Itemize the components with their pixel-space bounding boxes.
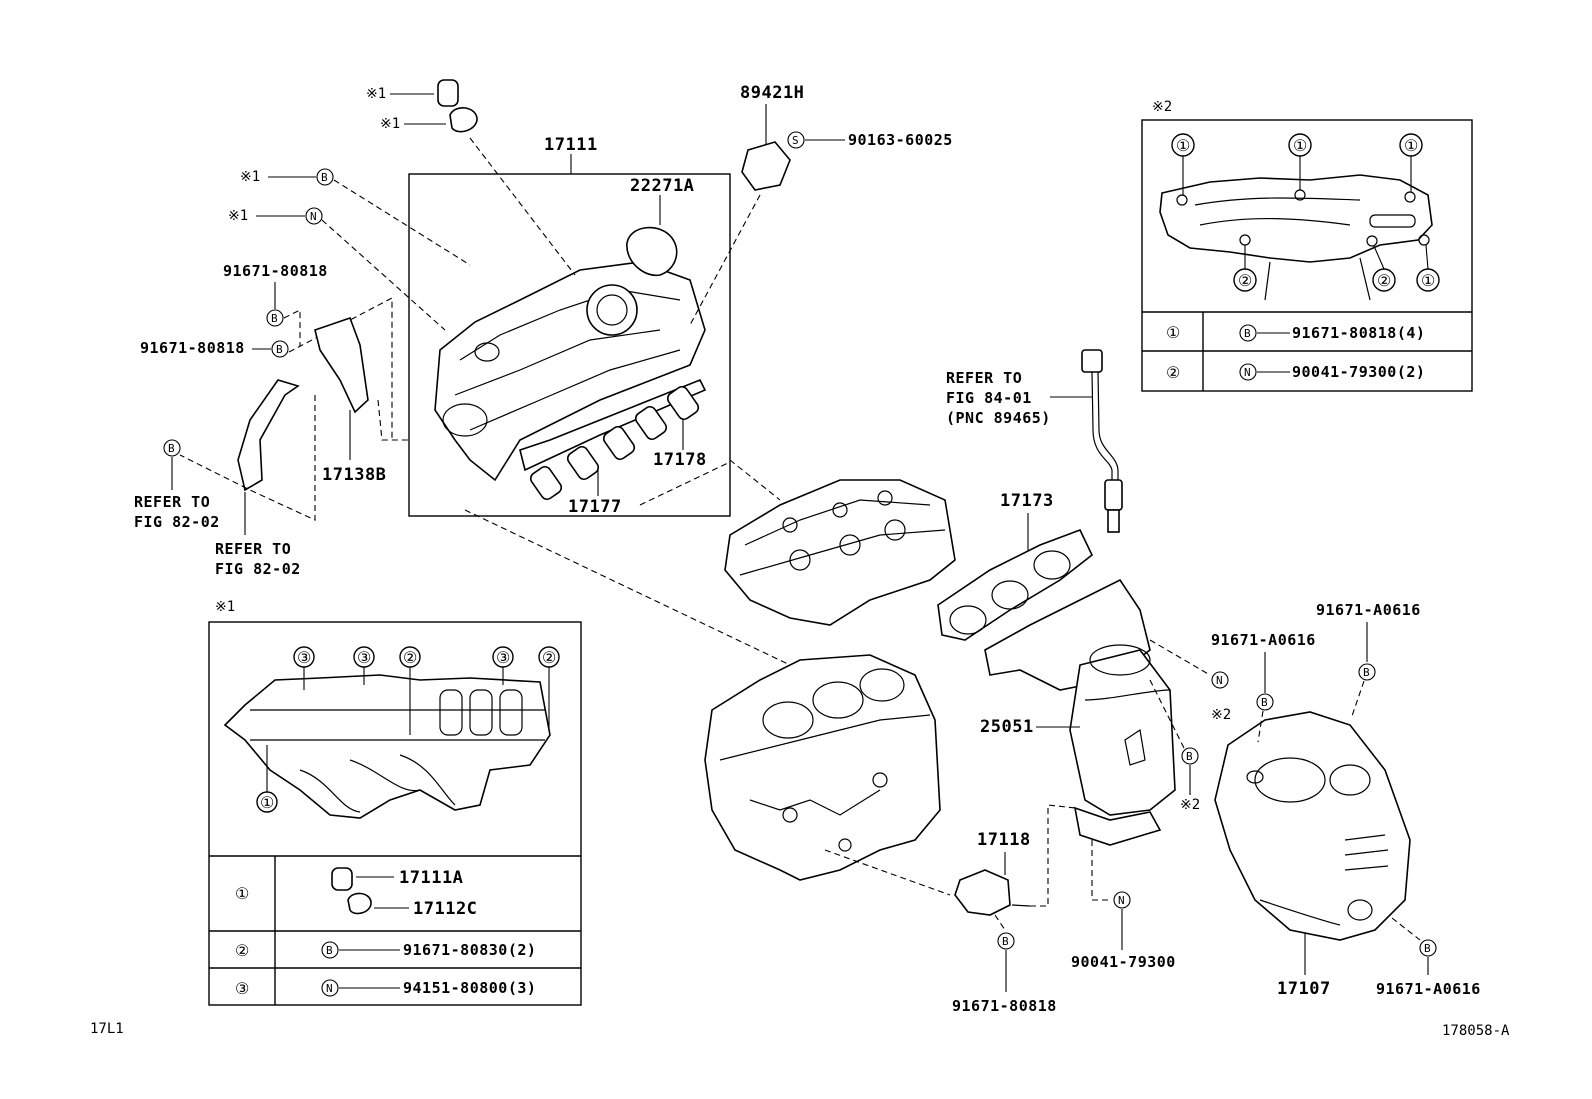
callout-t2-1c: ① [1404,136,1418,155]
table1-row3-part[interactable]: 94151-80800(3) [403,979,536,997]
label-17177[interactable]: 17177 [568,497,622,517]
symbol-b-4: B [168,442,175,455]
table2-row2-part[interactable]: 90041-79300(2) [1292,363,1425,381]
refer-82-b-line1[interactable]: REFER TO [215,540,291,558]
note-ref-2a: ※2 [1211,707,1231,723]
note-ref-1d: ※1 [228,208,248,224]
symbol-n-2: N [1216,674,1223,687]
table1-row3-num: ③ [235,979,249,998]
label-91671-A0616-3[interactable]: 91671-A0616 [1376,980,1481,998]
note-ref-2b: ※2 [1180,797,1200,813]
symbol-s: S [792,134,799,147]
label-91671-A0616-1[interactable]: 91671-A0616 [1211,631,1316,649]
hose-17111A-small-icon [331,867,353,891]
exhaust-manifold-detail-icon [1159,174,1433,301]
refer-82-a-line1[interactable]: REFER TO [134,493,210,511]
symbol-b-8: B [1363,666,1370,679]
table1-row3-sym: N [326,982,333,995]
refer-84-line2[interactable]: FIG 84-01 [946,389,1032,407]
symbol-b-5: B [1186,750,1193,763]
callout-t2-1a: ① [1176,136,1190,155]
note-ref-1a: ※1 [366,86,386,102]
label-91671-80818-a[interactable]: 91671-80818 [223,262,328,280]
label-22271A[interactable]: 22271A [630,176,694,196]
table2-row1-num: ① [1166,323,1180,342]
label-17178[interactable]: 17178 [653,450,707,470]
table2-row2-sym: N [1244,366,1251,379]
hose-17111A-icon[interactable] [437,79,459,107]
table1-row1-num: ① [235,884,249,903]
callout-3c: ③ [496,648,510,667]
callout-1a: ① [260,793,274,812]
symbol-b-1: B [321,171,328,184]
footer-code-right: 178058-A [1442,1023,1510,1039]
table2-frame [1141,119,1473,392]
table1-title: ※1 [215,599,235,615]
table2-row1-sym: B [1244,327,1251,340]
symbol-b-3: B [276,343,283,356]
intake-manifold-detail-icon [223,674,551,819]
footer-code-left: 17L1 [90,1021,124,1037]
cylinder-head-icon [724,479,956,626]
callout-2a: ② [403,648,417,667]
note-ref-1c: ※1 [240,169,260,185]
label-90041-79300[interactable]: 90041-79300 [1071,953,1176,971]
sensor-89421H-icon[interactable] [741,141,791,191]
symbol-n-1: N [310,210,317,223]
table1-row1-part-a[interactable]: 17111A [399,868,463,888]
heat-insulator-17107-icon[interactable] [1214,711,1411,941]
symbol-b-2: B [271,312,278,325]
callout-2b: ② [542,648,556,667]
label-25051[interactable]: 25051 [980,717,1034,737]
callout-t2-1b: ① [1293,136,1307,155]
callout-t2-2a: ② [1238,271,1252,290]
gasket-22271A-icon[interactable] [626,226,678,277]
clamp-17112C-icon[interactable] [449,107,478,133]
intake-manifold-icon[interactable] [434,261,707,482]
label-89421H[interactable]: 89421H [740,83,804,103]
label-90163-60025[interactable]: 90163-60025 [848,131,953,149]
bracket-left-icon[interactable] [237,379,300,492]
table1-row1-part-b[interactable]: 17112C [413,899,477,919]
exhaust-manifold-catalyst-icon[interactable] [984,578,1176,846]
label-17118[interactable]: 17118 [977,830,1031,850]
table1-frame [208,621,582,1006]
oxygen-sensor-icon [1081,349,1123,533]
bracket-17118-icon[interactable] [954,869,1011,916]
label-17173[interactable]: 17173 [1000,491,1054,511]
refer-84-line1[interactable]: REFER TO [946,369,1022,387]
label-17107[interactable]: 17107 [1277,979,1331,999]
table2-row1-part[interactable]: 91671-80818(4) [1292,324,1425,342]
symbol-n-3: N [1118,894,1125,907]
symbol-b-7: B [1261,696,1268,709]
label-91671-80818-bottom[interactable]: 91671-80818 [952,997,1057,1015]
callout-t2-2b: ② [1377,271,1391,290]
gasket-17173-icon[interactable] [937,528,1093,641]
callout-3a: ③ [297,648,311,667]
symbol-b-9: B [1424,942,1431,955]
table1-row2-sym: B [326,944,333,957]
refer-82-a-line2[interactable]: FIG 82-02 [134,513,220,531]
refer-84-line3[interactable]: (PNC 89465) [946,409,1051,427]
table2-title: ※2 [1152,99,1172,115]
refer-82-b-line2[interactable]: FIG 82-02 [215,560,301,578]
label-91671-A0616-2[interactable]: 91671-A0616 [1316,601,1421,619]
cylinder-block-icon [704,654,941,881]
clamp-17112C-small-icon [347,892,372,915]
label-91671-80818-b[interactable]: 91671-80818 [140,339,245,357]
intake-manifold-frame [408,173,731,517]
note-ref-1b: ※1 [380,116,400,132]
table1-row2-num: ② [235,941,249,960]
label-17111[interactable]: 17111 [544,135,598,155]
callout-3b: ③ [357,648,371,667]
symbol-b-6: B [1002,935,1009,948]
bracket-17138B-icon[interactable] [314,316,369,414]
label-17138B[interactable]: 17138B [322,465,386,485]
table1-row2-part[interactable]: 91671-80830(2) [403,941,536,959]
callout-t2-1d: ① [1421,271,1435,290]
table2-row2-num: ② [1166,363,1180,382]
gaskets-17177-icon[interactable] [528,384,700,501]
